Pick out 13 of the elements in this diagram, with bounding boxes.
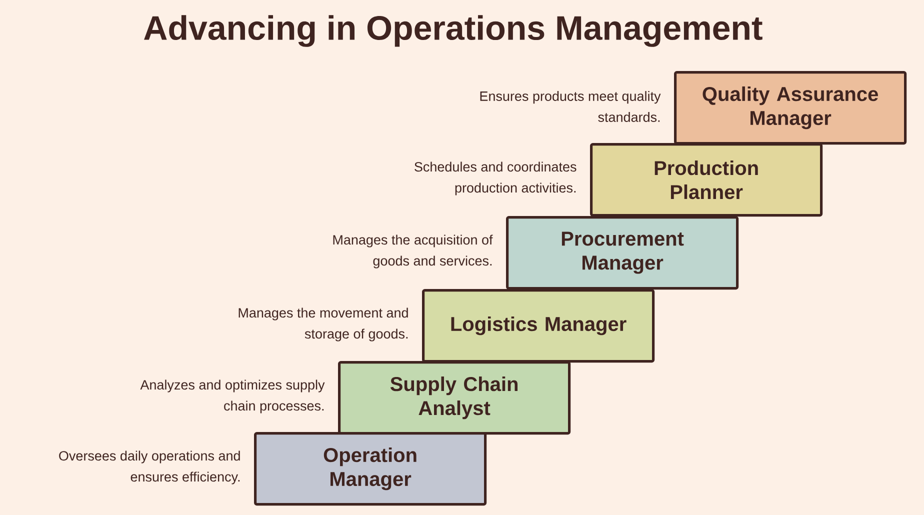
description-text: Manages the acquisition of goods and services. — [333, 234, 493, 268]
step-box: Supply Chain Analyst — [338, 361, 571, 435]
step-box: Logistics Manager — [422, 289, 655, 363]
description-text: Manages the movement and storage of goods. — [238, 308, 408, 342]
description-text: Schedules and coordinates production activities. — [414, 162, 576, 196]
step-box: Procurement Manager — [506, 216, 739, 290]
step-box: Production Planner — [590, 143, 823, 217]
description-text: Oversees daily operations and ensures efficiency. — [59, 450, 240, 484]
title: Advancing in Operations Management — [144, 15, 762, 47]
description-text: Ensures products meet quality standards. — [480, 91, 661, 122]
description-text: Analyzes and optimizes supply chain processes. — [140, 380, 325, 414]
step-box: Quality Assurance Manager — [674, 71, 907, 145]
step-box: Operation Manager — [254, 432, 487, 506]
